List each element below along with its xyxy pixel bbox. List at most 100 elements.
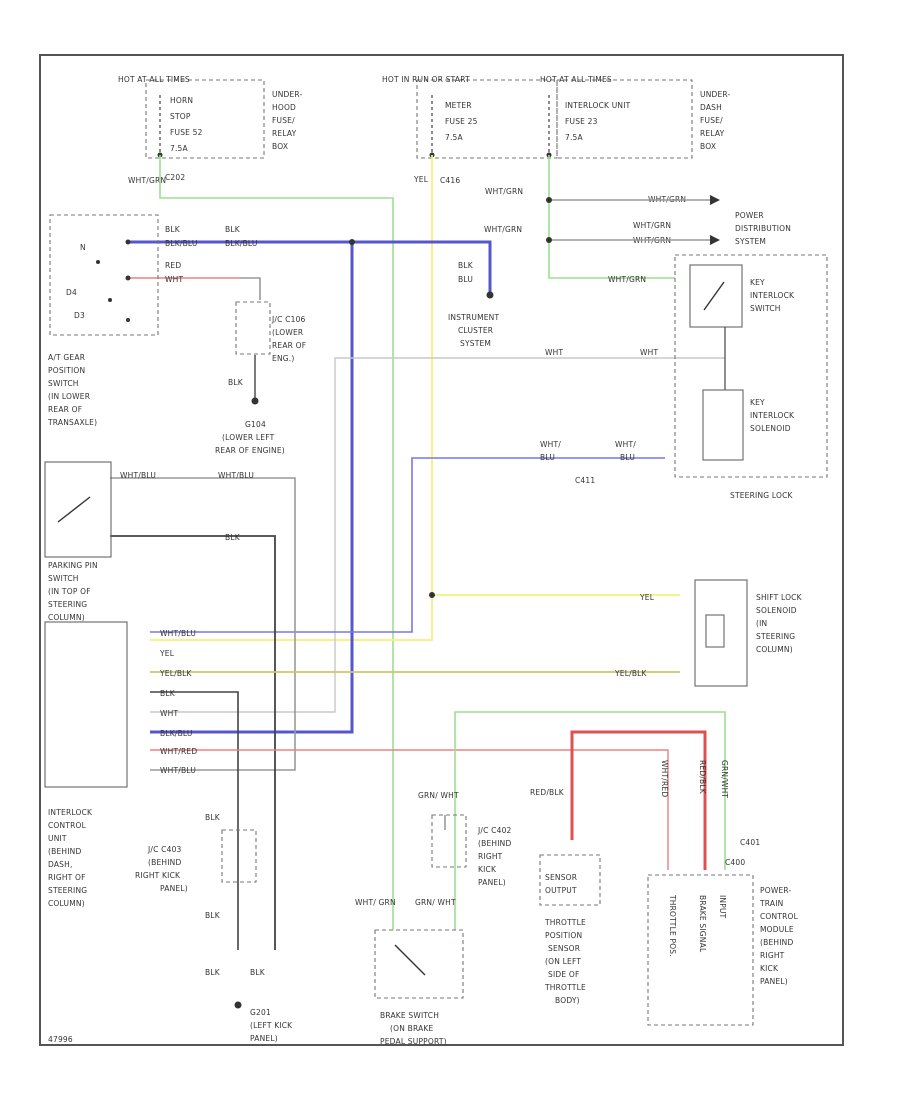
svg-text:RIGHT: RIGHT: [760, 951, 785, 960]
svg-text:TRANSAXLE): TRANSAXLE): [47, 418, 97, 427]
svg-text:FUSE/: FUSE/: [700, 116, 723, 125]
svg-text:FUSE/: FUSE/: [272, 116, 295, 125]
svg-text:(ON LEFT: (ON LEFT: [545, 957, 581, 966]
powertrain-control-module: THROTTLE POS. BRAKE SIGNAL INPUT POWER- …: [647, 874, 799, 1026]
svg-text:PANEL): PANEL): [160, 884, 188, 893]
svg-text:(LOWER LEFT: (LOWER LEFT: [222, 433, 275, 442]
svg-text:SOLENOID: SOLENOID: [756, 606, 797, 615]
fuse-box-right: HOT AT ALL TIMES INTERLOCK UNIT FUSE 23 …: [540, 75, 730, 159]
svg-text:STEERING LOCK: STEERING LOCK: [730, 491, 794, 500]
svg-text:GRN/ WHT: GRN/ WHT: [415, 898, 456, 907]
svg-text:PEDAL SUPPORT): PEDAL SUPPORT): [380, 1037, 447, 1046]
svg-text:GRN/WHT: GRN/WHT: [720, 760, 729, 798]
svg-text:BLU: BLU: [540, 453, 555, 462]
wire-wht-blu: [150, 457, 665, 633]
svg-text:BOX: BOX: [272, 142, 288, 151]
fuse-box-mid: HOT IN RUN OR START METER FUSE 25 7.5A: [382, 75, 558, 159]
svg-text:RED/BLK: RED/BLK: [698, 760, 707, 795]
svg-text:CLUSTER: CLUSTER: [458, 326, 493, 335]
svg-text:WHT/RED: WHT/RED: [160, 747, 197, 756]
svg-text:THROTTLE: THROTTLE: [544, 983, 586, 992]
svg-text:WHT/: WHT/: [615, 440, 636, 449]
svg-text:(BEHIND: (BEHIND: [478, 839, 511, 848]
svg-text:WHT: WHT: [165, 275, 183, 284]
svg-text:G104: G104: [245, 420, 266, 429]
svg-text:BLK: BLK: [225, 533, 241, 542]
svg-text:METER: METER: [445, 101, 472, 110]
svg-text:(BEHIND: (BEHIND: [48, 847, 81, 856]
wire-wht-solenoid: [150, 357, 725, 713]
svg-text:INPUT: INPUT: [718, 895, 727, 919]
svg-text:(LEFT KICK: (LEFT KICK: [250, 1021, 293, 1030]
svg-text:INTERLOCK: INTERLOCK: [48, 808, 93, 817]
svg-text:STEERING: STEERING: [756, 632, 795, 641]
svg-text:STOP: STOP: [170, 112, 191, 121]
svg-text:KICK: KICK: [760, 964, 779, 973]
svg-text:CONTROL: CONTROL: [760, 912, 799, 921]
svg-text:RIGHT OF: RIGHT OF: [48, 873, 86, 882]
svg-text:SOLENOID: SOLENOID: [750, 424, 791, 433]
svg-text:GRN/ WHT: GRN/ WHT: [418, 791, 459, 800]
svg-text:WHT: WHT: [640, 348, 658, 357]
fuse-box-left: HOT AT ALL TIMES HORN STOP FUSE 52 7.5A …: [118, 75, 302, 159]
svg-text:TRAIN: TRAIN: [759, 899, 783, 908]
svg-text:WHT/GRN: WHT/GRN: [128, 176, 166, 185]
svg-text:KICK: KICK: [478, 865, 497, 874]
svg-text:KEY: KEY: [750, 278, 765, 287]
svg-text:BLK: BLK: [458, 261, 474, 270]
svg-text:YEL: YEL: [413, 175, 429, 184]
svg-text:BLK: BLK: [228, 378, 244, 387]
wire-yel-main: [150, 155, 433, 641]
svg-text:SENSOR: SENSOR: [548, 944, 580, 953]
wire-wht-grn-brake: [159, 155, 394, 930]
svg-text:7.5A: 7.5A: [170, 144, 189, 153]
svg-text:YEL/BLK: YEL/BLK: [614, 669, 648, 678]
svg-text:COLUMN): COLUMN): [756, 645, 793, 654]
svg-text:RED: RED: [165, 261, 181, 270]
svg-text:(LOWER: (LOWER: [272, 328, 303, 337]
svg-text:INTERLOCK UNIT: INTERLOCK UNIT: [565, 101, 631, 110]
svg-text:(IN: (IN: [756, 619, 767, 628]
wire-park-pin-1: [110, 477, 296, 771]
svg-text:FUSE 52: FUSE 52: [170, 128, 203, 137]
throttle-position-sensor: SENSOR OUTPUT RED/BLK THROTTLE POSITION …: [530, 788, 601, 1005]
svg-text:PARKING PIN: PARKING PIN: [48, 561, 98, 570]
svg-text:WHT/GRN: WHT/GRN: [608, 275, 646, 284]
svg-text:HORN: HORN: [170, 96, 193, 105]
junction-c106: J/C C106 (LOWER REAR OF ENG.): [235, 301, 306, 363]
svg-text:J/C C402: J/C C402: [477, 826, 512, 835]
svg-text:WHT/BLU: WHT/BLU: [120, 471, 156, 480]
svg-text:WHT/GRN: WHT/GRN: [485, 187, 523, 196]
svg-text:(BEHIND: (BEHIND: [148, 858, 181, 867]
gear-position-switch: N D4 D3 A/T GEAR POSITION SWITCH (IN LOW…: [47, 214, 159, 427]
svg-text:C416: C416: [440, 176, 460, 185]
svg-text:(BEHIND: (BEHIND: [760, 938, 793, 947]
svg-text:7.5A: 7.5A: [565, 133, 584, 142]
svg-text:RIGHT: RIGHT: [478, 852, 503, 861]
svg-text:C411: C411: [575, 476, 595, 485]
svg-text:BLK: BLK: [250, 968, 266, 977]
svg-text:WHT/BLU: WHT/BLU: [218, 471, 254, 480]
svg-text:BLK/BLU: BLK/BLU: [165, 239, 198, 248]
svg-text:OUTPUT: OUTPUT: [545, 886, 577, 895]
svg-text:CONTROL: CONTROL: [48, 821, 87, 830]
svg-text:SWITCH: SWITCH: [48, 574, 79, 583]
svg-text:KEY: KEY: [750, 398, 765, 407]
svg-text:YEL/BLK: YEL/BLK: [159, 669, 193, 678]
svg-text:(IN LOWER: (IN LOWER: [48, 392, 90, 401]
svg-text:REAR OF: REAR OF: [48, 405, 82, 414]
svg-text:BLK: BLK: [165, 225, 181, 234]
svg-text:RED/BLK: RED/BLK: [530, 788, 565, 797]
diagram-code: 47996: [48, 1035, 73, 1044]
svg-text:SIDE OF: SIDE OF: [548, 970, 580, 979]
svg-text:BLK/BLU: BLK/BLU: [225, 239, 258, 248]
svg-text:J/C C106: J/C C106: [271, 315, 306, 324]
svg-text:RELAY: RELAY: [700, 129, 725, 138]
svg-text:BLU: BLU: [458, 275, 473, 284]
svg-text:WHT: WHT: [545, 348, 563, 357]
svg-text:SYSTEM: SYSTEM: [460, 339, 491, 348]
svg-text:D4: D4: [66, 288, 77, 297]
svg-text:YEL: YEL: [159, 649, 175, 658]
wire-blk-blu-cluster: [128, 240, 492, 292]
